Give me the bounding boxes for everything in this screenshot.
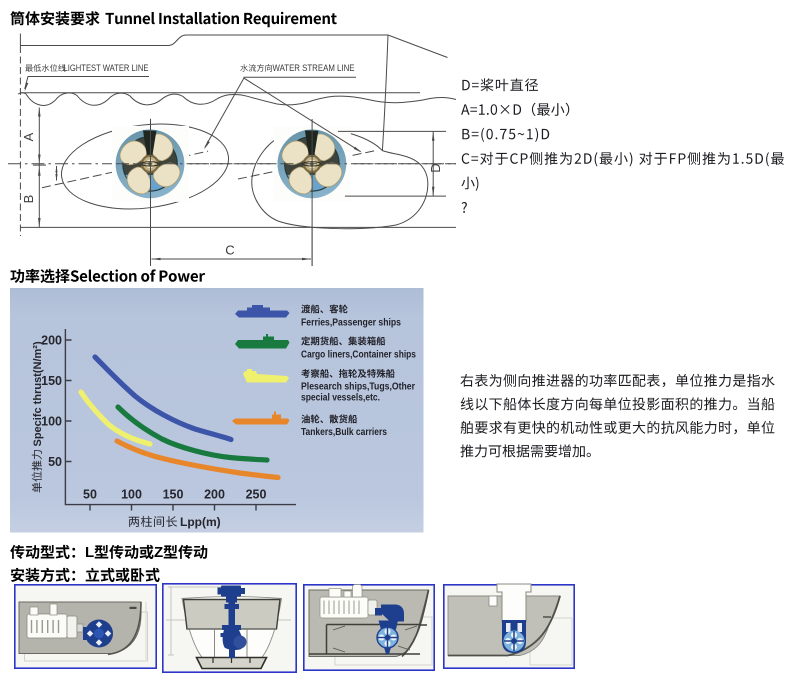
svg-text:150: 150: [163, 488, 184, 502]
svg-text:L: L: [85, 544, 94, 561]
svg-text:200: 200: [204, 488, 225, 502]
svg-text:50: 50: [83, 488, 97, 502]
svg-text:Tankers,Bulk carriers: Tankers,Bulk carriers: [301, 427, 387, 438]
svg-text:C: C: [225, 243, 234, 258]
svg-text:A: A: [21, 132, 36, 141]
svg-text:Specifc thrust(N/m²): Specifc thrust(N/m²): [32, 341, 44, 446]
svg-text:50: 50: [48, 455, 62, 469]
svg-text:Z: Z: [154, 544, 163, 561]
svg-text:LIGHTEST WATER LINE: LIGHTEST WATER LINE: [64, 63, 149, 74]
svg-text:Plesearch ships,Tugs,Other: Plesearch ships,Tugs,Other: [301, 382, 415, 393]
svg-text:200: 200: [41, 333, 62, 347]
svg-text:Lpp(m): Lpp(m): [180, 515, 221, 529]
svg-text:100: 100: [41, 414, 62, 428]
svg-text:D: D: [428, 163, 443, 172]
svg-text:150: 150: [41, 374, 62, 388]
svg-text:B: B: [21, 195, 36, 204]
svg-text:Ferries,Passenger ships: Ferries,Passenger ships: [301, 318, 401, 329]
svg-text:Cargo liners,Container ships: Cargo liners,Container ships: [301, 350, 416, 361]
svg-text:100: 100: [121, 488, 142, 502]
svg-text:250: 250: [246, 488, 267, 502]
svg-text:WATER STREAM LINE: WATER STREAM LINE: [273, 63, 355, 74]
svg-text:special vessels,etc.: special vessels,etc.: [301, 393, 380, 404]
